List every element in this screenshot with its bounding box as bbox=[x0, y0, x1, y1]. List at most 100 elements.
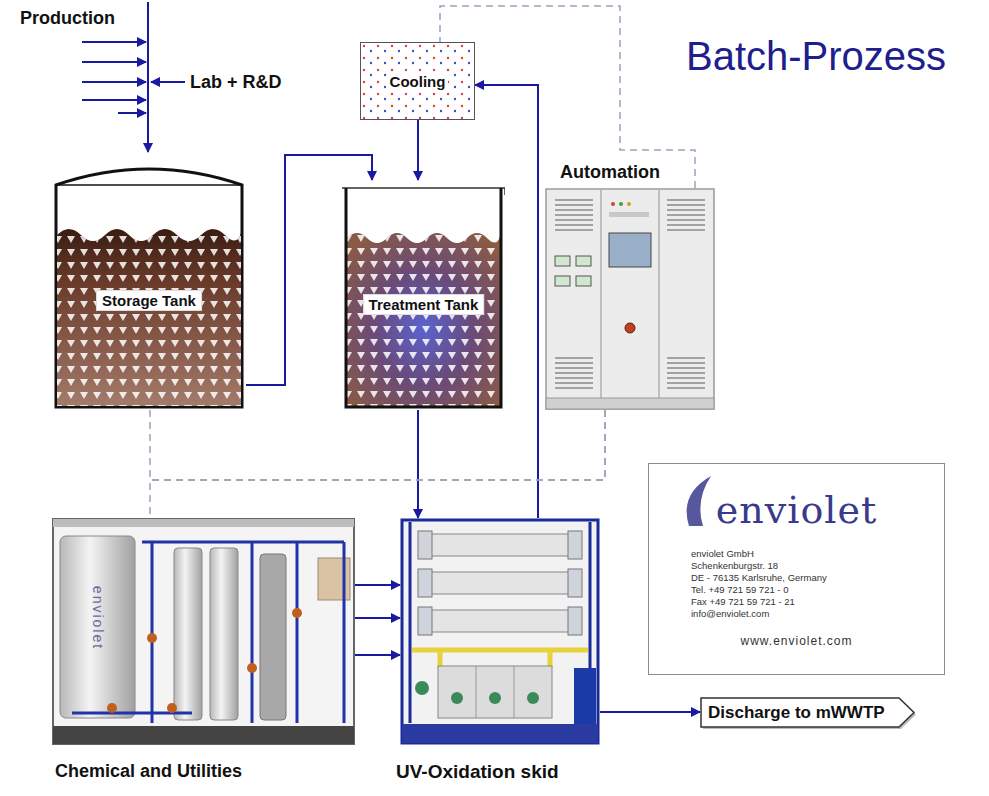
rect-shape bbox=[418, 569, 432, 597]
path-shape bbox=[555, 229, 593, 231]
pipe-connector bbox=[417, 120, 419, 180]
control-line bbox=[440, 6, 695, 188]
circle-shape bbox=[527, 692, 539, 704]
cooling-unit: Cooling bbox=[360, 42, 475, 120]
rect-shape bbox=[555, 276, 570, 286]
circle-shape bbox=[627, 202, 631, 206]
rect-shape bbox=[422, 572, 578, 594]
automation-cabinet: Automation bbox=[545, 188, 715, 410]
path-shape bbox=[476, 666, 514, 718]
rect-shape bbox=[402, 520, 598, 743]
tank-brand-text: enviolet bbox=[90, 586, 106, 650]
path-shape bbox=[601, 189, 659, 398]
rect-shape bbox=[568, 569, 582, 597]
tank-label: Storage Tank bbox=[96, 290, 202, 311]
path-shape bbox=[342, 188, 505, 195]
path-shape bbox=[555, 367, 593, 369]
unit-caption: Chemical and Utilities bbox=[55, 761, 242, 782]
path-shape bbox=[347, 233, 500, 406]
rect-shape bbox=[576, 276, 591, 286]
circle-shape bbox=[247, 663, 257, 673]
path-shape bbox=[118, 112, 146, 114]
circle-shape bbox=[611, 202, 615, 206]
rect-shape bbox=[438, 666, 552, 718]
rect-shape bbox=[609, 233, 651, 267]
path-shape bbox=[56, 169, 242, 407]
polygon-shape bbox=[701, 698, 914, 727]
rect-shape bbox=[60, 536, 135, 718]
treatment-tank: Treatment Tank bbox=[342, 180, 505, 410]
circle-shape bbox=[489, 692, 501, 704]
rect-shape bbox=[574, 668, 596, 726]
circle-shape bbox=[451, 692, 463, 704]
path-shape bbox=[667, 377, 705, 379]
uv-oxidation-skid: UV-Oxidation skid bbox=[400, 518, 600, 745]
path-shape bbox=[667, 199, 705, 201]
path-shape bbox=[667, 382, 705, 384]
discharge-arrow: Discharge to mWWTP bbox=[700, 697, 915, 728]
path-shape bbox=[667, 229, 705, 231]
path-shape bbox=[667, 357, 705, 359]
rect-shape bbox=[402, 724, 598, 743]
path-shape bbox=[555, 214, 593, 216]
path-shape bbox=[555, 209, 593, 211]
svg-shape bbox=[400, 518, 600, 745]
circle-shape bbox=[107, 703, 117, 713]
rect-shape bbox=[53, 519, 354, 527]
pipe-connector bbox=[355, 654, 400, 656]
path-shape bbox=[667, 224, 705, 226]
path-shape bbox=[82, 61, 146, 63]
control-line bbox=[150, 410, 605, 480]
rect-shape bbox=[546, 189, 714, 409]
path-shape bbox=[555, 387, 593, 389]
path-shape bbox=[555, 199, 593, 201]
path-shape bbox=[82, 99, 146, 101]
rect-shape bbox=[576, 256, 591, 266]
rect-shape bbox=[609, 212, 649, 217]
path-shape bbox=[555, 362, 593, 364]
rect-shape bbox=[174, 548, 202, 720]
control-line bbox=[150, 410, 605, 518]
rect-shape bbox=[210, 548, 238, 720]
circle-shape bbox=[147, 633, 157, 643]
path-shape bbox=[147, 2, 149, 152]
path-shape bbox=[555, 382, 593, 384]
path-shape bbox=[667, 204, 705, 206]
tank-label: Treatment Tank bbox=[363, 294, 485, 315]
circle-shape bbox=[415, 681, 429, 695]
company-address-line: enviolet GmbH bbox=[691, 548, 944, 560]
path-shape bbox=[82, 41, 146, 43]
path-shape bbox=[72, 542, 344, 723]
path-shape bbox=[412, 650, 588, 668]
path-shape bbox=[56, 184, 242, 186]
path-shape bbox=[555, 372, 593, 374]
discharge-label: Discharge to mWWTP bbox=[700, 697, 885, 728]
company-address-line: info@enviolet.com bbox=[691, 608, 944, 620]
path-shape bbox=[687, 476, 711, 526]
rect-shape bbox=[418, 607, 432, 635]
rect-shape bbox=[546, 398, 714, 409]
rect-shape bbox=[260, 554, 286, 720]
rect-shape bbox=[53, 726, 354, 744]
pipe-connector bbox=[355, 617, 400, 619]
circle-shape bbox=[292, 608, 302, 618]
company-card: envioletenviolet GmbHSchenkenburgstr. 18… bbox=[648, 463, 945, 675]
chemical-utilities-unit: Chemical and Utilitiesenviolet bbox=[52, 518, 355, 745]
path-shape bbox=[667, 209, 705, 211]
rect-shape bbox=[555, 256, 570, 266]
company-address-line: Fax +49 721 59 721 - 21 bbox=[691, 596, 944, 608]
pipe-connector bbox=[417, 410, 419, 518]
circle-shape bbox=[167, 703, 177, 713]
circle-shape bbox=[619, 202, 623, 206]
source-label: Production bbox=[20, 8, 115, 29]
company-address-line: DE - 76135 Karlsruhe, Germany bbox=[691, 572, 944, 584]
rect-shape bbox=[568, 531, 582, 559]
rect-shape bbox=[53, 519, 354, 744]
path-shape bbox=[347, 233, 500, 406]
storage-tank: Storage Tank bbox=[52, 155, 246, 410]
rect-shape bbox=[422, 534, 578, 556]
svg-shape bbox=[52, 155, 246, 410]
pipe-connector bbox=[600, 711, 700, 713]
path-shape bbox=[667, 372, 705, 374]
svg-shape bbox=[545, 188, 715, 410]
